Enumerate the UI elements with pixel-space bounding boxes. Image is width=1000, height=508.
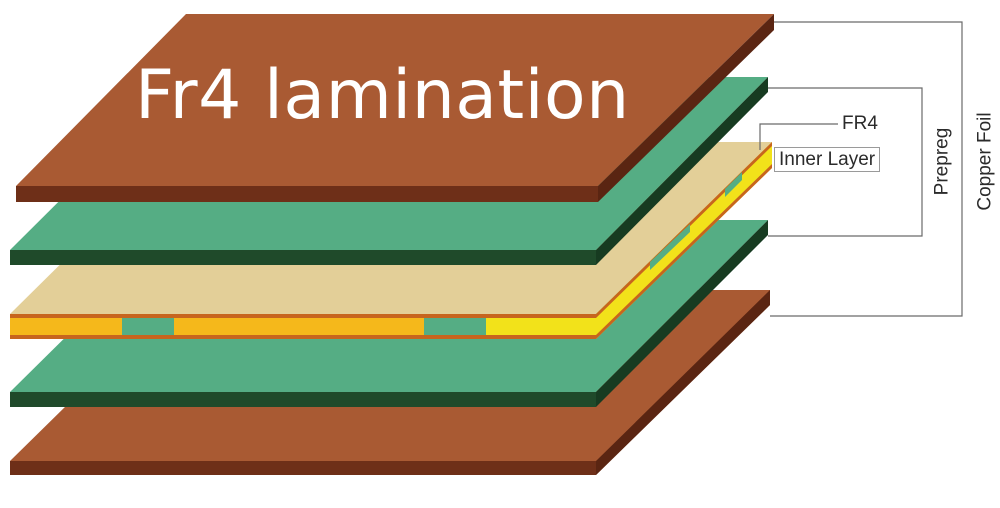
prepreg-label: Prepreg <box>931 127 953 196</box>
copper-foil-label: Copper Foil <box>974 112 996 211</box>
fr4-leader-line <box>759 123 838 150</box>
top-copper-foil-layer <box>16 14 774 202</box>
prepreg-bracket <box>768 87 923 237</box>
fr4-label: FR4 <box>842 113 878 134</box>
inner-layer-label: Inner Layer <box>774 147 881 172</box>
label-bracket-lines <box>759 21 963 317</box>
copper-foil-bracket <box>770 21 963 317</box>
diagram-title: Fr4 lamination <box>135 56 630 135</box>
